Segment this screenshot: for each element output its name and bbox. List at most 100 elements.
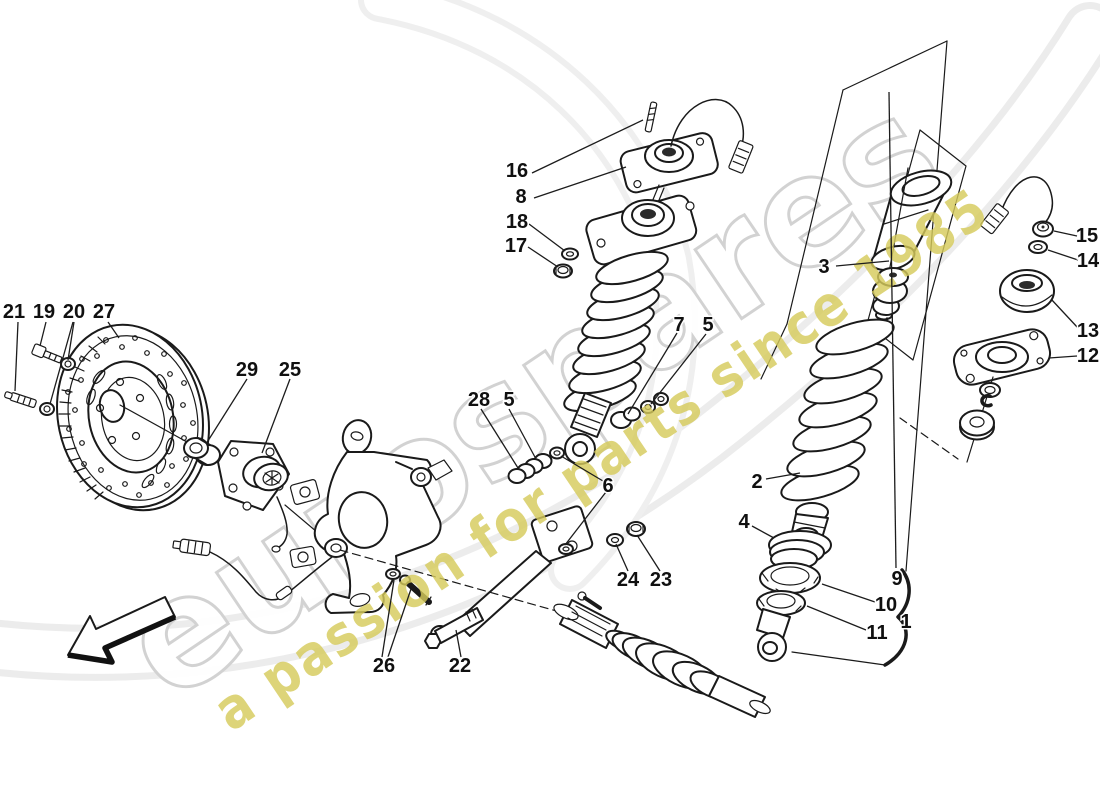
leader-line-8 [533,166,627,199]
part-label-17: 17 [505,235,527,257]
coil-spring-right [780,318,895,502]
leader-line-27 [107,321,120,339]
part-label-12: 12 [1077,345,1099,367]
leader-line-6 [564,491,607,546]
part-label-9: 9 [891,568,902,590]
leader-line-5 [508,408,537,460]
direction-arrow-shadow-edge [67,614,177,665]
part-label-1: 1 [900,611,911,633]
part-label-25: 25 [279,359,301,381]
part-label-19: 19 [33,301,55,323]
part-label-20: 20 [63,301,85,323]
leader-line-13 [1050,298,1079,329]
fasteners-26 [385,568,432,606]
nut-23 [626,521,646,537]
leader-line-2 [765,472,801,480]
bracket-tail-line [791,651,886,666]
shock-top-stud [644,101,658,133]
washer-14 [1028,240,1048,254]
part-label-21: 21 [3,301,25,323]
axle-centerline [339,549,561,613]
leader-line-24 [615,543,629,572]
leader-line-18 [528,223,566,252]
sensor-wire-right [980,176,1054,235]
leader-line-21 [14,321,19,392]
leader-line-23 [636,534,661,572]
disc-hub-axis-line [119,404,197,448]
part-label-10: 10 [875,594,897,616]
leader-line-5 [650,333,707,405]
leader-line-14 [1047,249,1079,261]
bolt-22 [424,607,484,649]
part-label-28: 28 [468,389,490,411]
hub-flange [217,440,290,511]
leader-line-20 [49,321,74,405]
leader-line-16 [531,119,644,174]
part-label-6: 6 [602,475,613,497]
part-label-8: 8 [515,186,526,208]
abs-sensor-cable [172,496,341,601]
disc-drill-holes [65,335,196,498]
leader-line-17 [527,246,559,268]
shock-body-centre [564,392,612,465]
brake-disc [56,323,210,512]
leader-line-4 [751,525,775,539]
part-label-7: 7 [673,314,684,336]
leader-line-26 [381,579,395,658]
shock-rod-upper [651,184,660,203]
washer-18 [561,247,579,261]
coil-spring-centre [563,250,669,413]
part-label-26: 26 [373,655,395,677]
leader-line-10 [821,583,876,603]
sensor-connector-right [980,203,1009,235]
part-label-5: 5 [702,314,713,336]
leader-line-28 [480,408,519,469]
leader-line-12 [1048,355,1078,359]
drive-shaft [553,599,771,718]
adjuster-collar-lower [756,590,806,616]
nut-15 [1032,220,1054,238]
leader-line-26 [387,588,412,658]
disc-vane-hatch [58,336,106,500]
adjuster-collar-upper [759,562,821,594]
part-label-4: 4 [738,511,750,533]
leader-line-11 [806,605,867,631]
abs-connector [172,538,212,557]
leader-line-20 [67,321,75,361]
small-bolt [577,591,602,610]
direction-arrow [67,596,177,665]
part-label-3: 3 [818,256,829,278]
leader-line-3 [835,260,890,267]
leader-line-9 [888,91,897,569]
leader-line-22 [455,629,462,658]
leader-line-29 [205,378,248,445]
artwork-layer [4,40,1055,718]
disc-vane-slots [86,369,178,489]
leader-line-19 [39,321,47,347]
nut-17 [553,263,573,279]
part-label-23: 23 [650,569,672,591]
part-label-14: 14 [1077,250,1100,272]
part-label-18: 18 [506,211,528,233]
part-label-22: 22 [449,655,471,677]
part-label-13: 13 [1077,320,1099,342]
shock-body-right [756,608,791,662]
part-label-16: 16 [506,160,528,182]
suspension-knuckle [289,419,453,614]
top-mount-right [952,328,1052,386]
watermark-swoosh-layer [0,0,1100,681]
leader-line-25 [261,378,291,454]
mount-bushing-13 [999,269,1055,313]
washer-24 [606,533,624,547]
group-bracket [883,568,911,667]
part-label-27: 27 [93,301,115,323]
wheel-bearing [183,437,221,466]
sensor-wire-centre [670,98,754,174]
part-label-15: 15 [1076,225,1098,247]
disc-bolt-holes [95,377,145,445]
leader-line-15 [1053,230,1078,237]
part-label-2: 2 [751,471,762,493]
